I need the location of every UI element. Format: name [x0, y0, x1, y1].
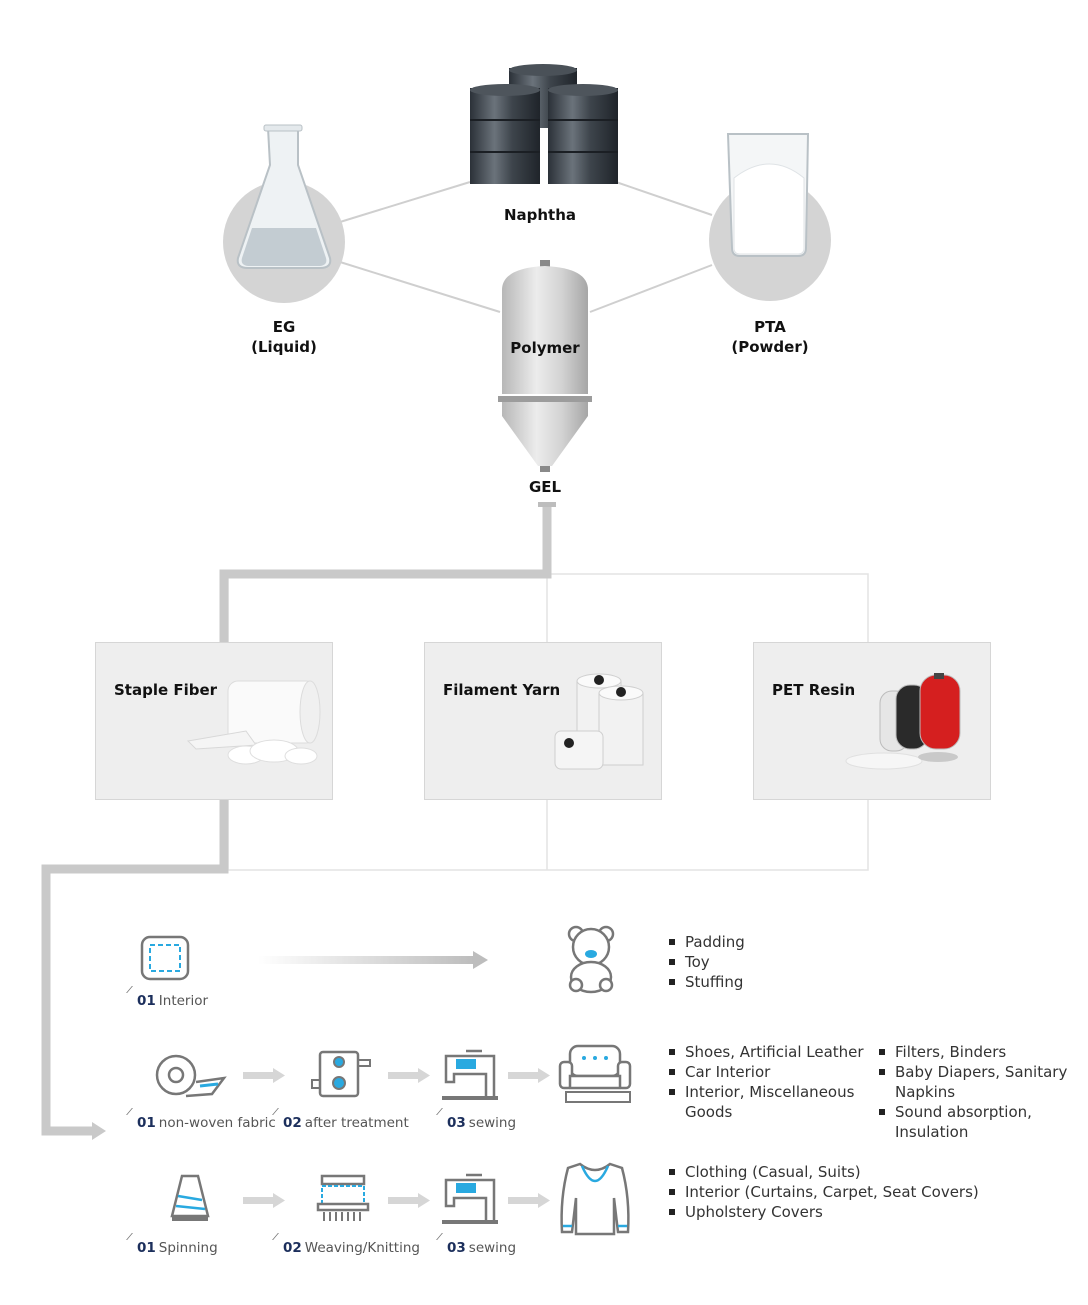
use-item: Shoes, Artificial Leather [669, 1042, 869, 1062]
use-item: Upholstery Covers [669, 1202, 1049, 1222]
naphtha-label: Naphtha [503, 206, 577, 224]
use-item: Clothing (Casual, Suits) [669, 1162, 1049, 1182]
step-number: 02 [283, 1115, 302, 1131]
pet-resin-card[interactable]: PET Resin [753, 642, 991, 800]
pet-resin-image [845, 673, 961, 770]
filament-yarn-image [554, 673, 644, 770]
uses-list-row1: Padding Toy Stuffing [669, 932, 869, 992]
step-label: Weaving/Knitting [304, 1240, 420, 1256]
use-item: Toy [669, 952, 869, 972]
eg-state: (Liquid) [251, 338, 317, 356]
filament-yarn-title: Filament Yarn [443, 681, 561, 699]
staple-fiber-title: Staple Fiber [114, 681, 218, 699]
step-label: Spinning [158, 1240, 218, 1256]
use-item: Stuffing [669, 972, 869, 992]
pet-resin-title: PET Resin [772, 681, 856, 699]
step-number: 02 [283, 1240, 302, 1256]
polymer-label: Polymer [510, 339, 580, 357]
staple-fiber-card[interactable]: Staple Fiber [95, 642, 333, 800]
use-item: Interior (Curtains, Carpet, Seat Covers) [669, 1182, 1049, 1202]
eg-name: EG [272, 318, 296, 336]
use-item: Car Interior [669, 1062, 869, 1082]
pta-state: (Powder) [731, 338, 809, 356]
step-number: 03 [447, 1240, 466, 1256]
step-label: after treatment [304, 1115, 409, 1131]
gel-label: GEL [528, 478, 562, 496]
uses-list-row2-col1: Shoes, Artificial Leather Car Interior I… [669, 1042, 869, 1122]
step-label: sewing [468, 1115, 517, 1131]
use-item: Interior, Miscellaneous Goods [669, 1082, 869, 1122]
pta-name: PTA [754, 318, 786, 336]
step-number: 01 [137, 1115, 156, 1131]
use-item: Baby Diapers, Sanitary Napkins [879, 1062, 1074, 1102]
eg-label: EG (Liquid) [234, 317, 334, 357]
step-number: 01 [137, 993, 156, 1009]
pta-label: PTA (Powder) [720, 317, 820, 357]
step-label: non-woven fabric [158, 1115, 276, 1131]
staple-fiber-image [186, 680, 321, 765]
step-number: 03 [447, 1115, 466, 1131]
use-item: Filters, Binders [879, 1042, 1074, 1062]
filament-yarn-card[interactable]: Filament Yarn [424, 642, 662, 800]
uses-list-row2-col2: Filters, Binders Baby Diapers, Sanitary … [879, 1042, 1074, 1142]
uses-list-row3: Clothing (Casual, Suits) Interior (Curta… [669, 1162, 1049, 1222]
step-label: Interior [158, 993, 209, 1009]
use-item: Padding [669, 932, 869, 952]
step-number: 01 [137, 1240, 156, 1256]
use-item: Sound absorption, Insulation [879, 1102, 1074, 1142]
step-label: sewing [468, 1240, 517, 1256]
